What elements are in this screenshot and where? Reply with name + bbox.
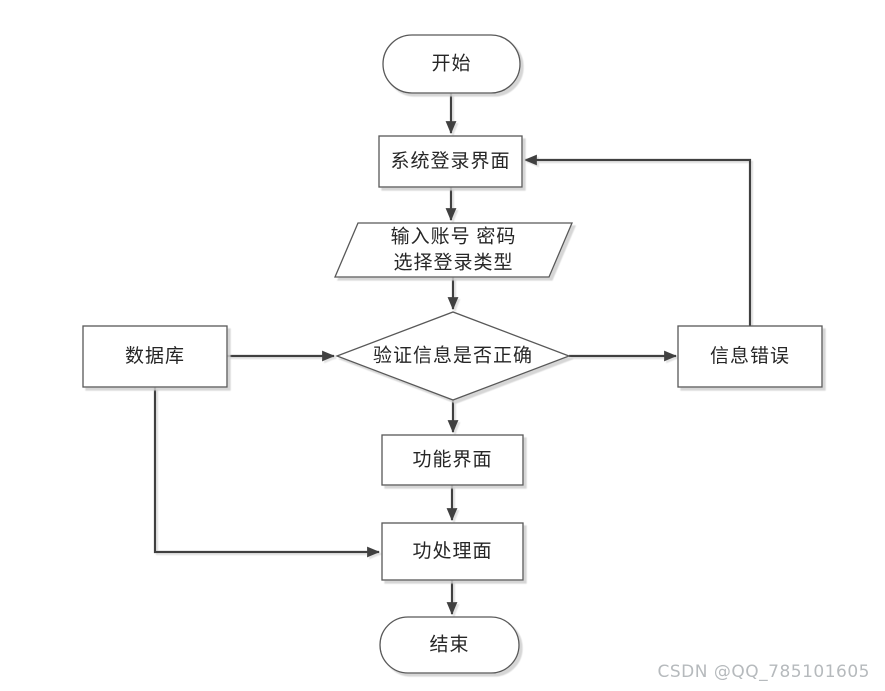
node-label-line: 验证信息是否正确	[373, 345, 533, 367]
node-label-line: 信息错误	[710, 345, 790, 367]
diamond-shape	[335, 311, 571, 401]
stadium-shape	[382, 34, 521, 94]
node-label-line: 功处理面	[412, 540, 492, 562]
node-info-error: 信息错误	[677, 325, 823, 388]
node-function-screen: 功能界面	[381, 434, 524, 486]
node-label: 结束	[429, 634, 469, 656]
node-end: 结束	[379, 616, 520, 674]
rect-shape	[677, 325, 823, 388]
node-label: 信息错误	[710, 345, 790, 367]
node-label-line: 选择登录类型	[393, 252, 513, 274]
node-label-line: 输入账号 密码	[391, 226, 517, 248]
stadium-shape	[379, 616, 520, 674]
watermark: CSDN @QQ_785101605	[657, 662, 870, 682]
node-start: 开始	[382, 34, 521, 94]
nodes-layer: 开始系统登录界面输入账号 密码选择登录类型验证信息是否正确数据库信息错误功能界面…	[82, 34, 823, 674]
node-label: 开始	[431, 53, 471, 75]
node-label: 验证信息是否正确	[373, 345, 533, 367]
node-label-line: 结束	[429, 634, 469, 656]
rect-shape	[381, 434, 524, 486]
edge-error-to-login-loop	[523, 154, 752, 326]
node-label: 功能界面	[412, 449, 492, 471]
node-label: 输入账号 密码选择登录类型	[391, 226, 517, 274]
edge-database-to-process	[153, 387, 381, 558]
node-label-line: 数据库	[125, 345, 185, 367]
node-database: 数据库	[82, 325, 228, 388]
node-input-credentials: 输入账号 密码选择登录类型	[334, 222, 573, 278]
parallelogram-shape	[334, 222, 573, 278]
node-label: 系统登录界面	[390, 150, 510, 172]
node-label: 数据库	[125, 345, 185, 367]
node-label: 功处理面	[412, 540, 492, 562]
node-label-line: 系统登录界面	[390, 150, 510, 172]
node-login-screen: 系统登录界面	[378, 135, 523, 188]
node-process-screen: 功处理面	[381, 522, 524, 581]
node-label-line: 功能界面	[412, 449, 492, 471]
rect-shape	[378, 135, 523, 188]
node-label-line: 开始	[431, 53, 471, 75]
rect-shape	[82, 325, 228, 388]
node-verify-info: 验证信息是否正确	[335, 311, 571, 401]
rect-shape	[381, 522, 524, 581]
edges-layer	[153, 93, 752, 616]
